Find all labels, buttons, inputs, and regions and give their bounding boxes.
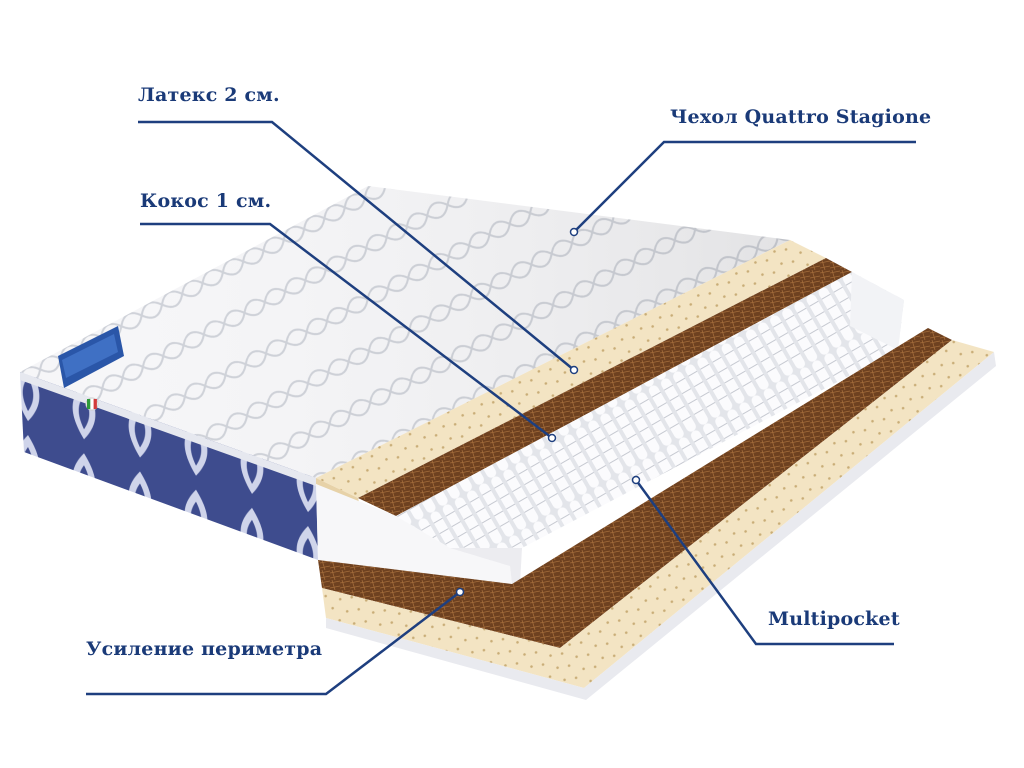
coconut-layer-upper — [358, 258, 852, 516]
callout-latex: Латекс 2 см. — [138, 84, 280, 106]
spring-block — [396, 272, 904, 566]
callout-multipocket: Multipocket — [768, 608, 900, 630]
callout-line-cover — [573, 140, 916, 233]
perimeter-foam — [316, 484, 512, 584]
callout-dot-coconut — [547, 433, 557, 443]
callout-dot-perimeter — [455, 587, 465, 597]
callout-cover: Чехол Quattro Stagione — [670, 106, 932, 128]
callout-line-perimeter — [86, 591, 461, 696]
latex-layer-lower — [322, 340, 994, 688]
callout-dot-cover — [569, 227, 579, 237]
brand-label — [58, 326, 124, 388]
cover-side-panel — [20, 372, 318, 560]
cover-bottom — [326, 352, 996, 700]
italian-flag-icon — [85, 397, 99, 411]
callout-line-coconut — [140, 222, 553, 439]
callout-dot-multipocket — [631, 475, 641, 485]
callout-line-multipocket — [634, 479, 894, 646]
coconut-layer-lower — [318, 328, 952, 648]
callout-lines — [86, 120, 916, 696]
callout-dots — [455, 227, 641, 597]
callout-coconut: Кокос 1 см. — [140, 190, 272, 212]
callout-dot-latex — [569, 365, 579, 375]
callout-line-latex — [138, 120, 575, 371]
callout-perimeter: Усиление периметра — [86, 638, 323, 660]
